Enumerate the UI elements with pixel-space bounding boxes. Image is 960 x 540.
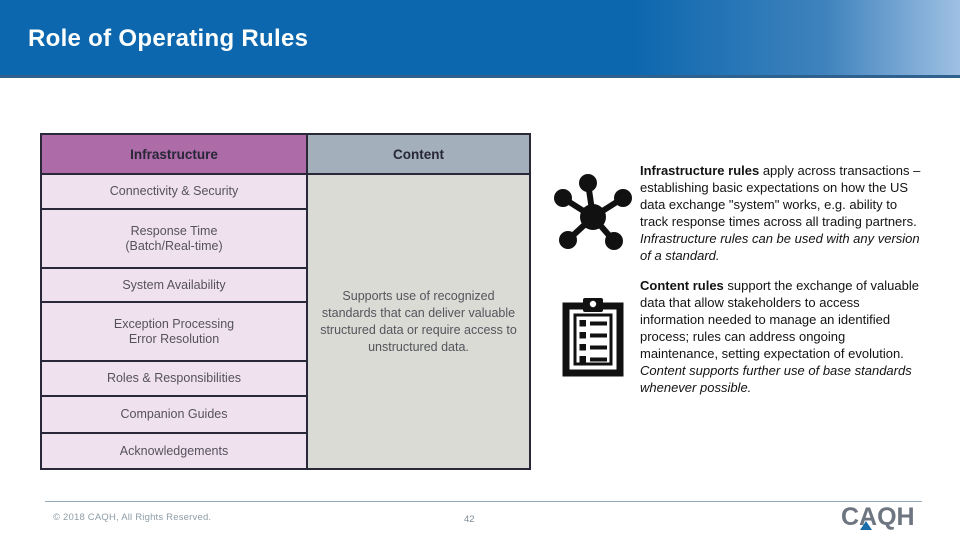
infrastructure-rules-body: apply across transactions – establishing… xyxy=(640,163,921,229)
caqh-logo: CAQH xyxy=(841,504,915,532)
rules-table: Infrastructure Content Connectivity & Se… xyxy=(40,133,531,470)
row-companion-guides: Companion Guides xyxy=(40,395,308,434)
table-header-infrastructure: Infrastructure xyxy=(40,133,308,175)
content-rules-emphasis: Content supports further use of base sta… xyxy=(640,363,912,395)
rules-callouts: Infrastructure rules apply across transa… xyxy=(546,162,928,409)
content-rules-body: support the exchange of valuable data th… xyxy=(640,278,919,361)
clipboard-checklist-icon xyxy=(546,295,640,379)
row-roles-responsibilities: Roles & Responsibilities xyxy=(40,360,308,397)
operating-rules-table: Infrastructure Content Connectivity & Se… xyxy=(40,133,531,470)
caqh-logo-text: CAQH xyxy=(841,503,915,531)
table-content-cell: Supports use of recognized standards tha… xyxy=(306,173,531,470)
footer-divider xyxy=(45,501,922,502)
row-exception-processing: Exception Processing Error Resolution xyxy=(40,301,308,362)
infrastructure-rules-text: Infrastructure rules apply across transa… xyxy=(640,162,922,264)
slide-header-banner: Role of Operating Rules xyxy=(0,0,960,78)
row-connectivity-security: Connectivity & Security xyxy=(40,173,308,210)
content-rules-text: Content rules support the exchange of va… xyxy=(640,277,922,396)
network-hub-icon xyxy=(546,173,640,253)
caqh-logo-triangle-icon xyxy=(860,521,872,530)
row-acknowledgements: Acknowledgements xyxy=(40,432,308,470)
copyright-text: © 2018 CAQH, All Rights Reserved. xyxy=(53,512,212,523)
infrastructure-rules-emphasis: Infrastructure rules can be used with an… xyxy=(640,231,920,263)
infrastructure-rules-callout: Infrastructure rules apply across transa… xyxy=(546,162,928,264)
page-title: Role of Operating Rules xyxy=(28,25,309,52)
row-system-availability: System Availability xyxy=(40,267,308,303)
page-number: 42 xyxy=(464,514,475,525)
content-rules-callout: Content rules support the exchange of va… xyxy=(546,277,928,396)
table-header-content: Content xyxy=(306,133,531,175)
row-response-time: Response Time (Batch/Real-time) xyxy=(40,208,308,269)
content-rules-lead: Content rules xyxy=(640,278,724,293)
infrastructure-rules-lead: Infrastructure rules xyxy=(640,163,760,178)
